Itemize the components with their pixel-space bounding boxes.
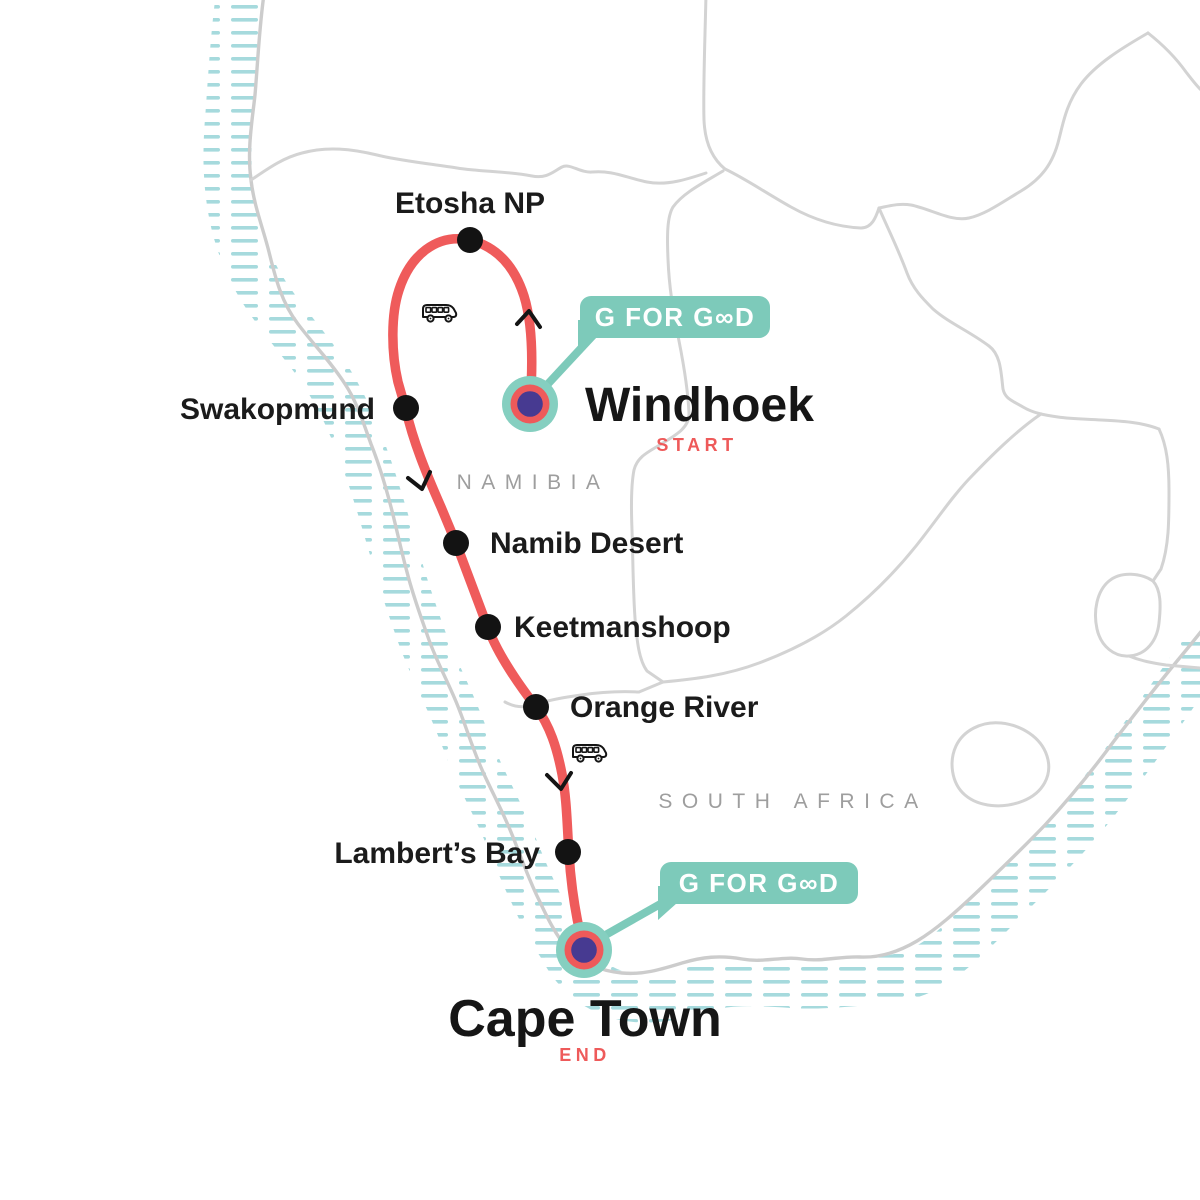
stop-dot-orange-river[interactable] (523, 694, 549, 720)
direction-chevron-south-2 (545, 771, 573, 791)
stop-label-etosha: Etosha NP (395, 187, 545, 220)
bus-icon (572, 744, 608, 763)
border-eswatini (1094, 572, 1162, 658)
end-tag: END (559, 1045, 611, 1065)
border-limpopo (877, 206, 1161, 431)
badge-label: G FOR G∞D (679, 868, 840, 898)
country-label-south-africa: SOUTH AFRICA (658, 790, 927, 813)
stop-label-namib-desert: Namib Desert (490, 527, 683, 560)
country-label-namibia: NAMIBIA (457, 471, 610, 494)
start-tag: START (656, 435, 737, 455)
border-botswana-north (702, 0, 727, 171)
direction-chevron-south-1 (406, 470, 432, 491)
border-caprivi (723, 167, 881, 230)
coast-hatching-west (203, 0, 582, 960)
border-lesotho (950, 721, 1051, 808)
end-marker-cape-town[interactable] (556, 922, 612, 978)
start-marker-windhoek[interactable] (502, 376, 558, 432)
border-mozambique-south (1151, 427, 1171, 583)
g-for-good-badge-end[interactable]: G FOR G∞D (584, 862, 858, 950)
marker-core (517, 391, 543, 417)
stop-dot-keetmanshoop[interactable] (475, 614, 501, 640)
start-city-label: Windhoek (585, 379, 814, 432)
coastline (247, 0, 1200, 976)
badge-background (580, 296, 770, 338)
end-city-label: Cape Town (448, 990, 721, 1048)
badge-background (660, 862, 858, 904)
coast-hatching-south-east (540, 632, 1200, 1023)
stop-label-keetmanshoop: Keetmanshoop (514, 611, 731, 644)
border-mozambique-coastward (1127, 654, 1200, 670)
border-southafrica-botswana (661, 412, 1043, 684)
direction-chevron-north (515, 309, 542, 329)
stop-label-orange-river: Orange River (570, 691, 759, 724)
stop-dot-namib-desert[interactable] (443, 530, 469, 556)
badge-label: G FOR G∞D (595, 302, 756, 332)
stop-dot-swakopmund[interactable] (393, 395, 419, 421)
bus-icon (422, 304, 458, 323)
marker-core (571, 937, 597, 963)
stop-label-swakopmund: Swakopmund (180, 393, 375, 426)
border-namibia-botswana (629, 169, 725, 684)
border-angola-namibia (249, 147, 708, 185)
border-zambezi (1146, 31, 1200, 91)
border-zimbabwe-west (877, 31, 1150, 221)
stop-dot-lamberts-bay[interactable] (555, 839, 581, 865)
stop-label-lamberts-bay: Lambert’s Bay (334, 837, 540, 870)
stop-dot-etosha[interactable] (457, 227, 483, 253)
